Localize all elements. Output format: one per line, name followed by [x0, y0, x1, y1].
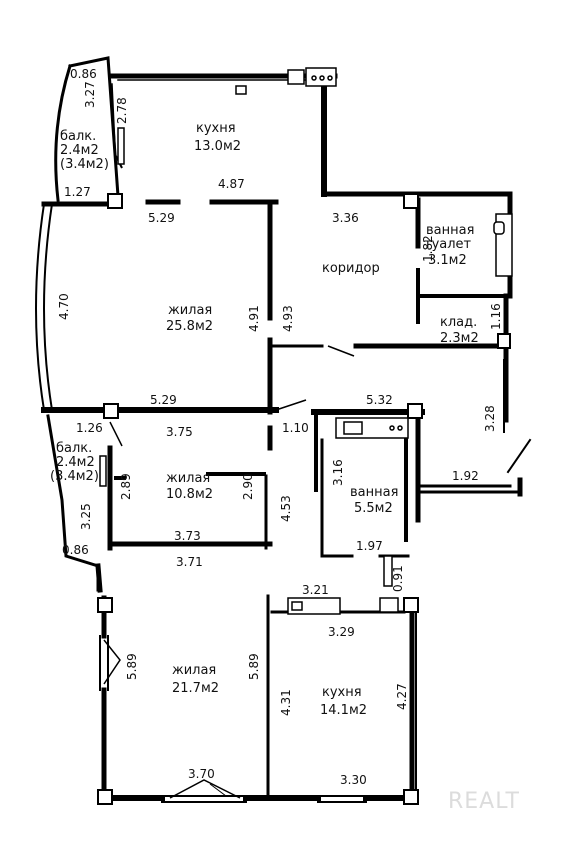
sink-icon: [287, 69, 305, 85]
plan-label-dim-529-bot: 5.29: [150, 393, 177, 407]
plan-label-dim-427: 4.27: [395, 683, 409, 710]
living1-window-wall: [35, 202, 46, 412]
plan-label-dim-336: 3.36: [332, 211, 359, 225]
plan-label-dim-470: 4.70: [57, 293, 71, 320]
plan-label-corridor: коридор: [322, 261, 380, 276]
sink2-icon: [379, 597, 399, 613]
plan-label-dim-431: 4.31: [279, 689, 293, 716]
plan-label-balk1-l1: балк.: [60, 129, 96, 144]
plan-label-dim-290: 2.90: [241, 473, 255, 500]
plan-label-dim-197: 1.97: [356, 539, 383, 553]
plan-label-balk1-l2: 2.4м2: [60, 143, 99, 158]
plan-label-dim-325: 3.25: [79, 503, 93, 530]
plan-label-balk2-l1: балк.: [56, 441, 92, 456]
plan-label-bath1-l2: туалет: [424, 237, 472, 252]
plan-label-living1-name: жилая: [168, 303, 212, 318]
plan-label-balk2-l3: (3.4м2): [50, 469, 99, 484]
plan-label-dim-532: 5.32: [366, 393, 393, 407]
plan-label-kitchen1-area: 13.0м2: [194, 139, 241, 154]
plan-label-dim-086-bot: 0.86: [62, 543, 89, 557]
plan-label-kitchen2-area: 14.1м2: [320, 703, 367, 718]
fixtures: [235, 67, 513, 615]
plan-label-dim-529-top: 5.29: [148, 211, 175, 225]
plan-label-living3-name: жилая: [172, 663, 216, 678]
plan-label-dim-493: 4.93: [281, 305, 295, 332]
plan-label-dim-589-l: 5.89: [125, 653, 139, 680]
plan-label-dim-126: 1.26: [76, 421, 103, 435]
plan-label-dim-116: 1.16: [489, 303, 503, 330]
door-arc: [327, 345, 355, 357]
plan-label-living1-area: 25.8м2: [166, 319, 213, 334]
plan-label-dim-453: 4.53: [279, 495, 293, 522]
plan-label-dim-321: 3.21: [302, 583, 329, 597]
plan-label-dim-589-r: 5.89: [247, 653, 261, 680]
plan-label-dim-329: 3.29: [328, 625, 355, 639]
plan-label-dim-127: 1.27: [64, 185, 91, 199]
plan-label-balk1-l3: (3.4м2): [60, 157, 109, 172]
plan-label-dim-091: 0.91: [391, 565, 405, 592]
plan-label-dim-278: 2.78: [115, 97, 129, 124]
toilet1-icon: [493, 221, 505, 235]
plan-label-living3-area: 21.7м2: [172, 681, 219, 696]
plan-label-living2-name: жилая: [166, 471, 210, 486]
plan-label-dim-373: 3.73: [174, 529, 201, 543]
watermark-text: REALT: [448, 789, 520, 814]
columns: [97, 193, 511, 805]
plan-label-bath1-l1: ванная: [426, 223, 474, 238]
plan-label-dim-192: 1.92: [452, 469, 479, 483]
openings: [99, 73, 393, 799]
plan-label-dim-110: 1.10: [282, 421, 309, 435]
plan-label-dim-370: 3.70: [188, 767, 215, 781]
plan-label-dim-328: 3.28: [483, 405, 497, 432]
plan-label-dim-289: 2.89: [119, 473, 133, 500]
plan-label-dim-371: 3.71: [176, 555, 203, 569]
entrance-walls: [416, 484, 522, 494]
plan-label-dim-330: 3.30: [340, 773, 367, 787]
plan-label-storage-area: 2.3м2: [440, 331, 479, 346]
plan-label-living2-area: 10.8м2: [166, 487, 213, 502]
plan-label-kitchen2-name: кухня: [322, 685, 362, 700]
plan-label-dim-327: 3.27: [83, 81, 97, 108]
plan-label-dim-086-top: 0.86: [70, 67, 97, 81]
plan-label-kitchen1-name: кухня: [196, 121, 236, 136]
plan-label-dim-491: 4.91: [247, 305, 261, 332]
plan-label-dim-487: 4.87: [218, 177, 245, 191]
plan-label-balk2-l2: 2.4м2: [56, 455, 95, 470]
plan-label-bath2-area: 5.5м2: [354, 501, 393, 516]
plan-label-dim-375: 3.75: [166, 425, 193, 439]
window-swing-left: [103, 639, 121, 685]
window-swing-bottom: [169, 779, 241, 799]
plan-label-dim-182: 1.82: [421, 235, 435, 262]
plan-label-dim-316: 3.16: [331, 459, 345, 486]
balcony1-outline: [54, 56, 120, 202]
walls: [35, 56, 532, 803]
plan-label-storage-name: клад.: [440, 315, 477, 330]
labels: 0.863.272.78балк.2.4м2(3.4м2)кухня13.0м2…: [50, 67, 503, 787]
plan-label-bath2-name: ванная: [350, 485, 398, 500]
plan-label-bath1-l3: 3.1м2: [428, 253, 467, 268]
